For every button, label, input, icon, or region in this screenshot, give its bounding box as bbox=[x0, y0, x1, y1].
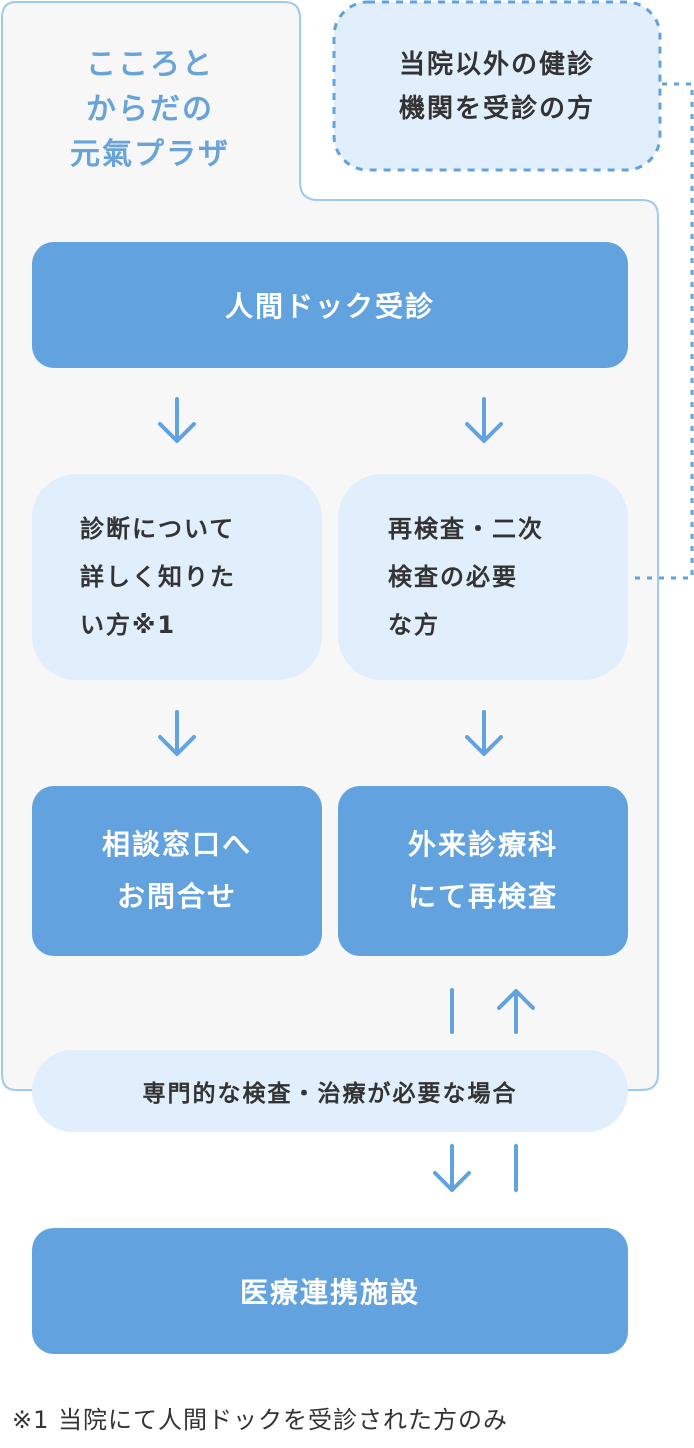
outside-box bbox=[332, 0, 662, 172]
outpatient-label: 外来診療科 にて再検査 bbox=[407, 828, 558, 913]
consult-label: 相談窓口へ お問合せ bbox=[101, 828, 252, 913]
detail-box: 診断について 詳しく知りた い方※1 bbox=[32, 474, 322, 680]
recheck-label: 再検査・二次 検査の必要 な方 bbox=[388, 515, 544, 639]
arrow-down-partner bbox=[433, 1144, 471, 1192]
plaza-label: こころと からだの 元氣プラザ bbox=[70, 47, 230, 172]
arrow-up-outpatient bbox=[497, 989, 535, 1034]
arrow-down-left-1 bbox=[158, 397, 196, 443]
dock-label: 人間ドック受診 bbox=[224, 290, 435, 323]
outside-label: 当院以外の健診 機関を受診の方 bbox=[398, 50, 595, 124]
arrow-down-right-1 bbox=[465, 397, 503, 443]
specialist-box: 専門的な検査・治療が必要な場合 bbox=[32, 1050, 628, 1132]
arrow-down-right-2 bbox=[465, 710, 503, 756]
partner-box: 医療連携施設 bbox=[32, 1228, 628, 1354]
outpatient-box: 外来診療科 にて再検査 bbox=[338, 786, 628, 956]
recheck-box: 再検査・二次 検査の必要 な方 bbox=[338, 474, 628, 680]
partner-label: 医療連携施設 bbox=[239, 1276, 420, 1309]
detail-label: 診断について 詳しく知りた い方※1 bbox=[80, 515, 236, 639]
consult-box: 相談窓口へ お問合せ bbox=[32, 786, 322, 956]
specialist-label: 専門的な検査・治療が必要な場合 bbox=[142, 1081, 518, 1107]
dotted-connector bbox=[598, 82, 694, 580]
footnote: ※1 当院にて人間ドックを受診された方のみ bbox=[12, 1406, 509, 1434]
dock-box: 人間ドック受診 bbox=[32, 242, 628, 368]
arrow-down-left-2 bbox=[158, 710, 196, 756]
